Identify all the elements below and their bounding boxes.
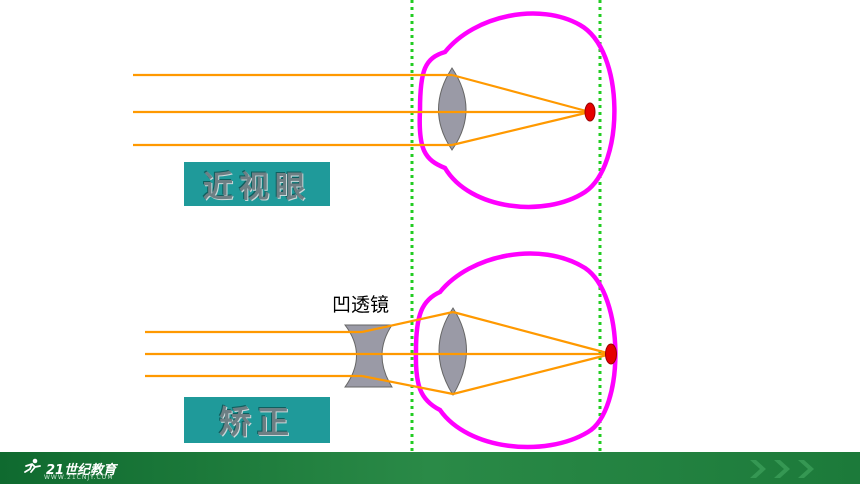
runner-logo-icon [22, 458, 42, 478]
concave-lens-caption: 凹透镜 [332, 294, 390, 316]
eyeball-outline-bottom [413, 251, 618, 450]
eye-lens-top [438, 67, 467, 151]
refracted-rays-top [451, 73, 591, 147]
corrected-eye [413, 251, 618, 450]
diverged-rays-bottom [361, 310, 454, 396]
myopia-label: 近视眼 [184, 162, 330, 206]
myopic-eye [417, 11, 617, 210]
focus-point-bottom [605, 343, 617, 365]
focus-point-top [584, 102, 596, 122]
brand-url: WWW.21CNJY.COM [44, 474, 114, 481]
incoming-rays-top [133, 73, 452, 147]
correction-label: 矫正 [184, 397, 330, 443]
brand-logo: 21世纪教育 [22, 458, 116, 478]
eyeball-outline-top [417, 11, 617, 210]
footer-bar [0, 452, 860, 484]
incoming-rays-bottom [145, 330, 370, 378]
double-chevron-icon [750, 460, 814, 478]
eye-lens-bottom [438, 307, 467, 396]
concave-lens [343, 324, 393, 388]
refracted-rays-bottom [452, 310, 612, 396]
brand-name: 21世纪教育 [46, 462, 117, 478]
